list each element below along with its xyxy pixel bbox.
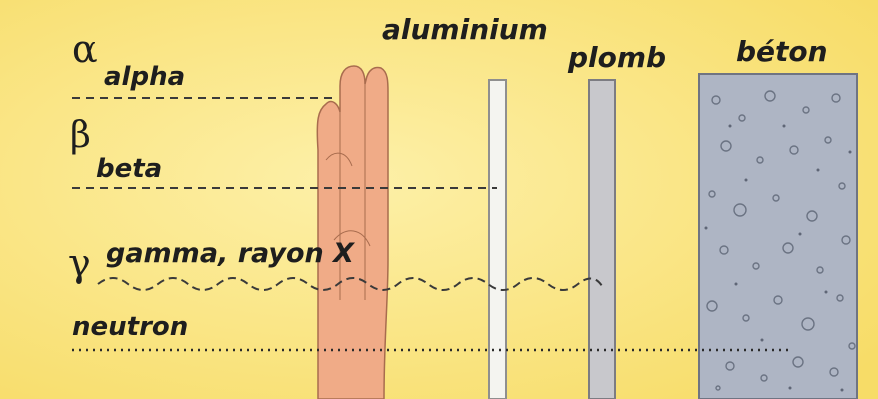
gamma-symbol: γ [68,244,91,282]
aluminium-label: aluminium [382,16,548,44]
gamma-label: gamma, rayon X [106,240,354,267]
lead-label: plomb [568,44,666,72]
concrete-label: béton [736,38,828,66]
neutron-label: neutron [72,314,188,340]
concrete-barrier [699,74,857,399]
alpha-symbol: α [72,30,98,68]
alpha-label: alpha [104,64,185,90]
beta-label: beta [96,156,162,182]
aluminium-barrier [489,80,506,399]
beta-symbol: β [70,118,91,154]
